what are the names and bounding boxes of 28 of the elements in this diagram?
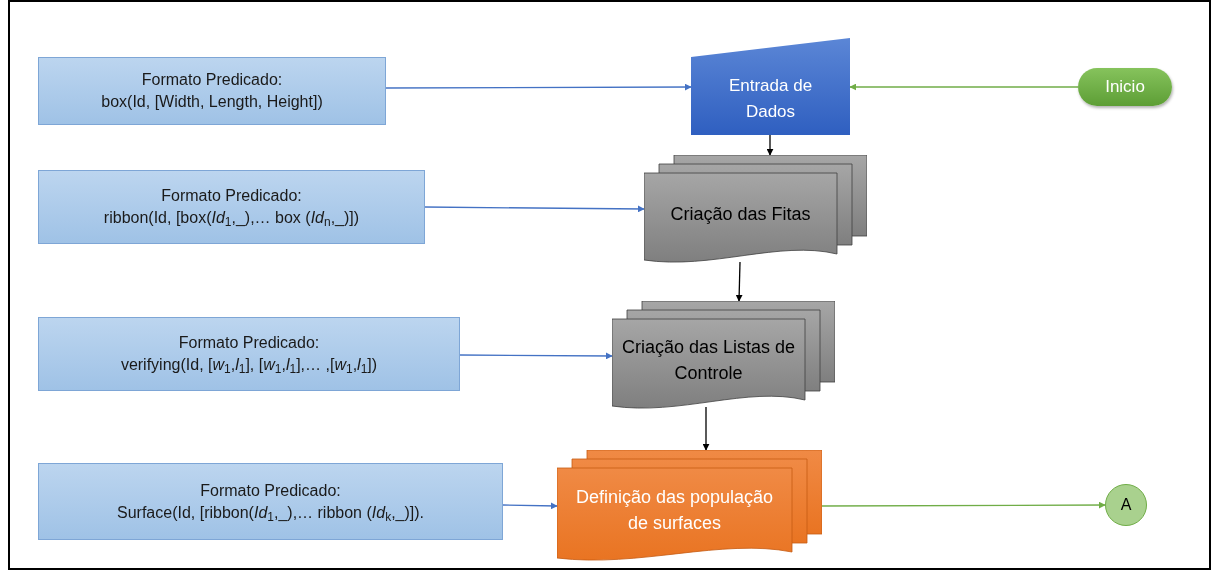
predicate-text: Surface(Id, [ribbon(Id$_{1}$,_),… ribbon (Id$_{k}$,_)]).: [117, 502, 424, 524]
arrow: [459, 352, 613, 360]
format-heading: Formato Predicado:: [141, 70, 283, 90]
connector-label: A: [1120, 495, 1132, 515]
arrow: [385, 83, 692, 91]
arrow: [766, 134, 774, 156]
arrow: [849, 83, 1079, 91]
format-heading: Formato Predicado:: [161, 186, 302, 206]
arrow: [821, 501, 1106, 509]
format-heading: Formato Predicado:: [200, 480, 341, 501]
predicate-text: box(Id, [Width, Length, Height]): [101, 92, 323, 112]
arrow: [502, 502, 558, 510]
format-box: [38, 170, 425, 244]
arrow: [702, 406, 710, 451]
predicate-text: verifying(Id, [w$_{1}$,l$_{1}$], [w$_{1}$,l$_{1}$],… ,[w$_{1}$,l$_{1}$]): [120, 355, 378, 376]
format-box: [38, 317, 460, 391]
process-label: Criação das Listas de Controle: [620, 335, 797, 385]
format-box: [38, 463, 503, 540]
format-heading: Formato Predicado:: [178, 333, 320, 353]
process-label: Entrada de Dados: [727, 74, 814, 123]
start-terminal: [1078, 68, 1172, 106]
format-box: [38, 57, 386, 125]
arrow: [735, 261, 743, 302]
process-label: Definição das população de surfaces: [574, 486, 775, 535]
terminal-label: Inicio: [1105, 76, 1145, 99]
predicate-text: ribbon(Id, [box(Id$_{1}$,_),… box (Id$_{n}$,_)]): [103, 208, 360, 229]
arrow: [424, 205, 645, 213]
process-label: Criação das Fitas: [670, 202, 811, 226]
